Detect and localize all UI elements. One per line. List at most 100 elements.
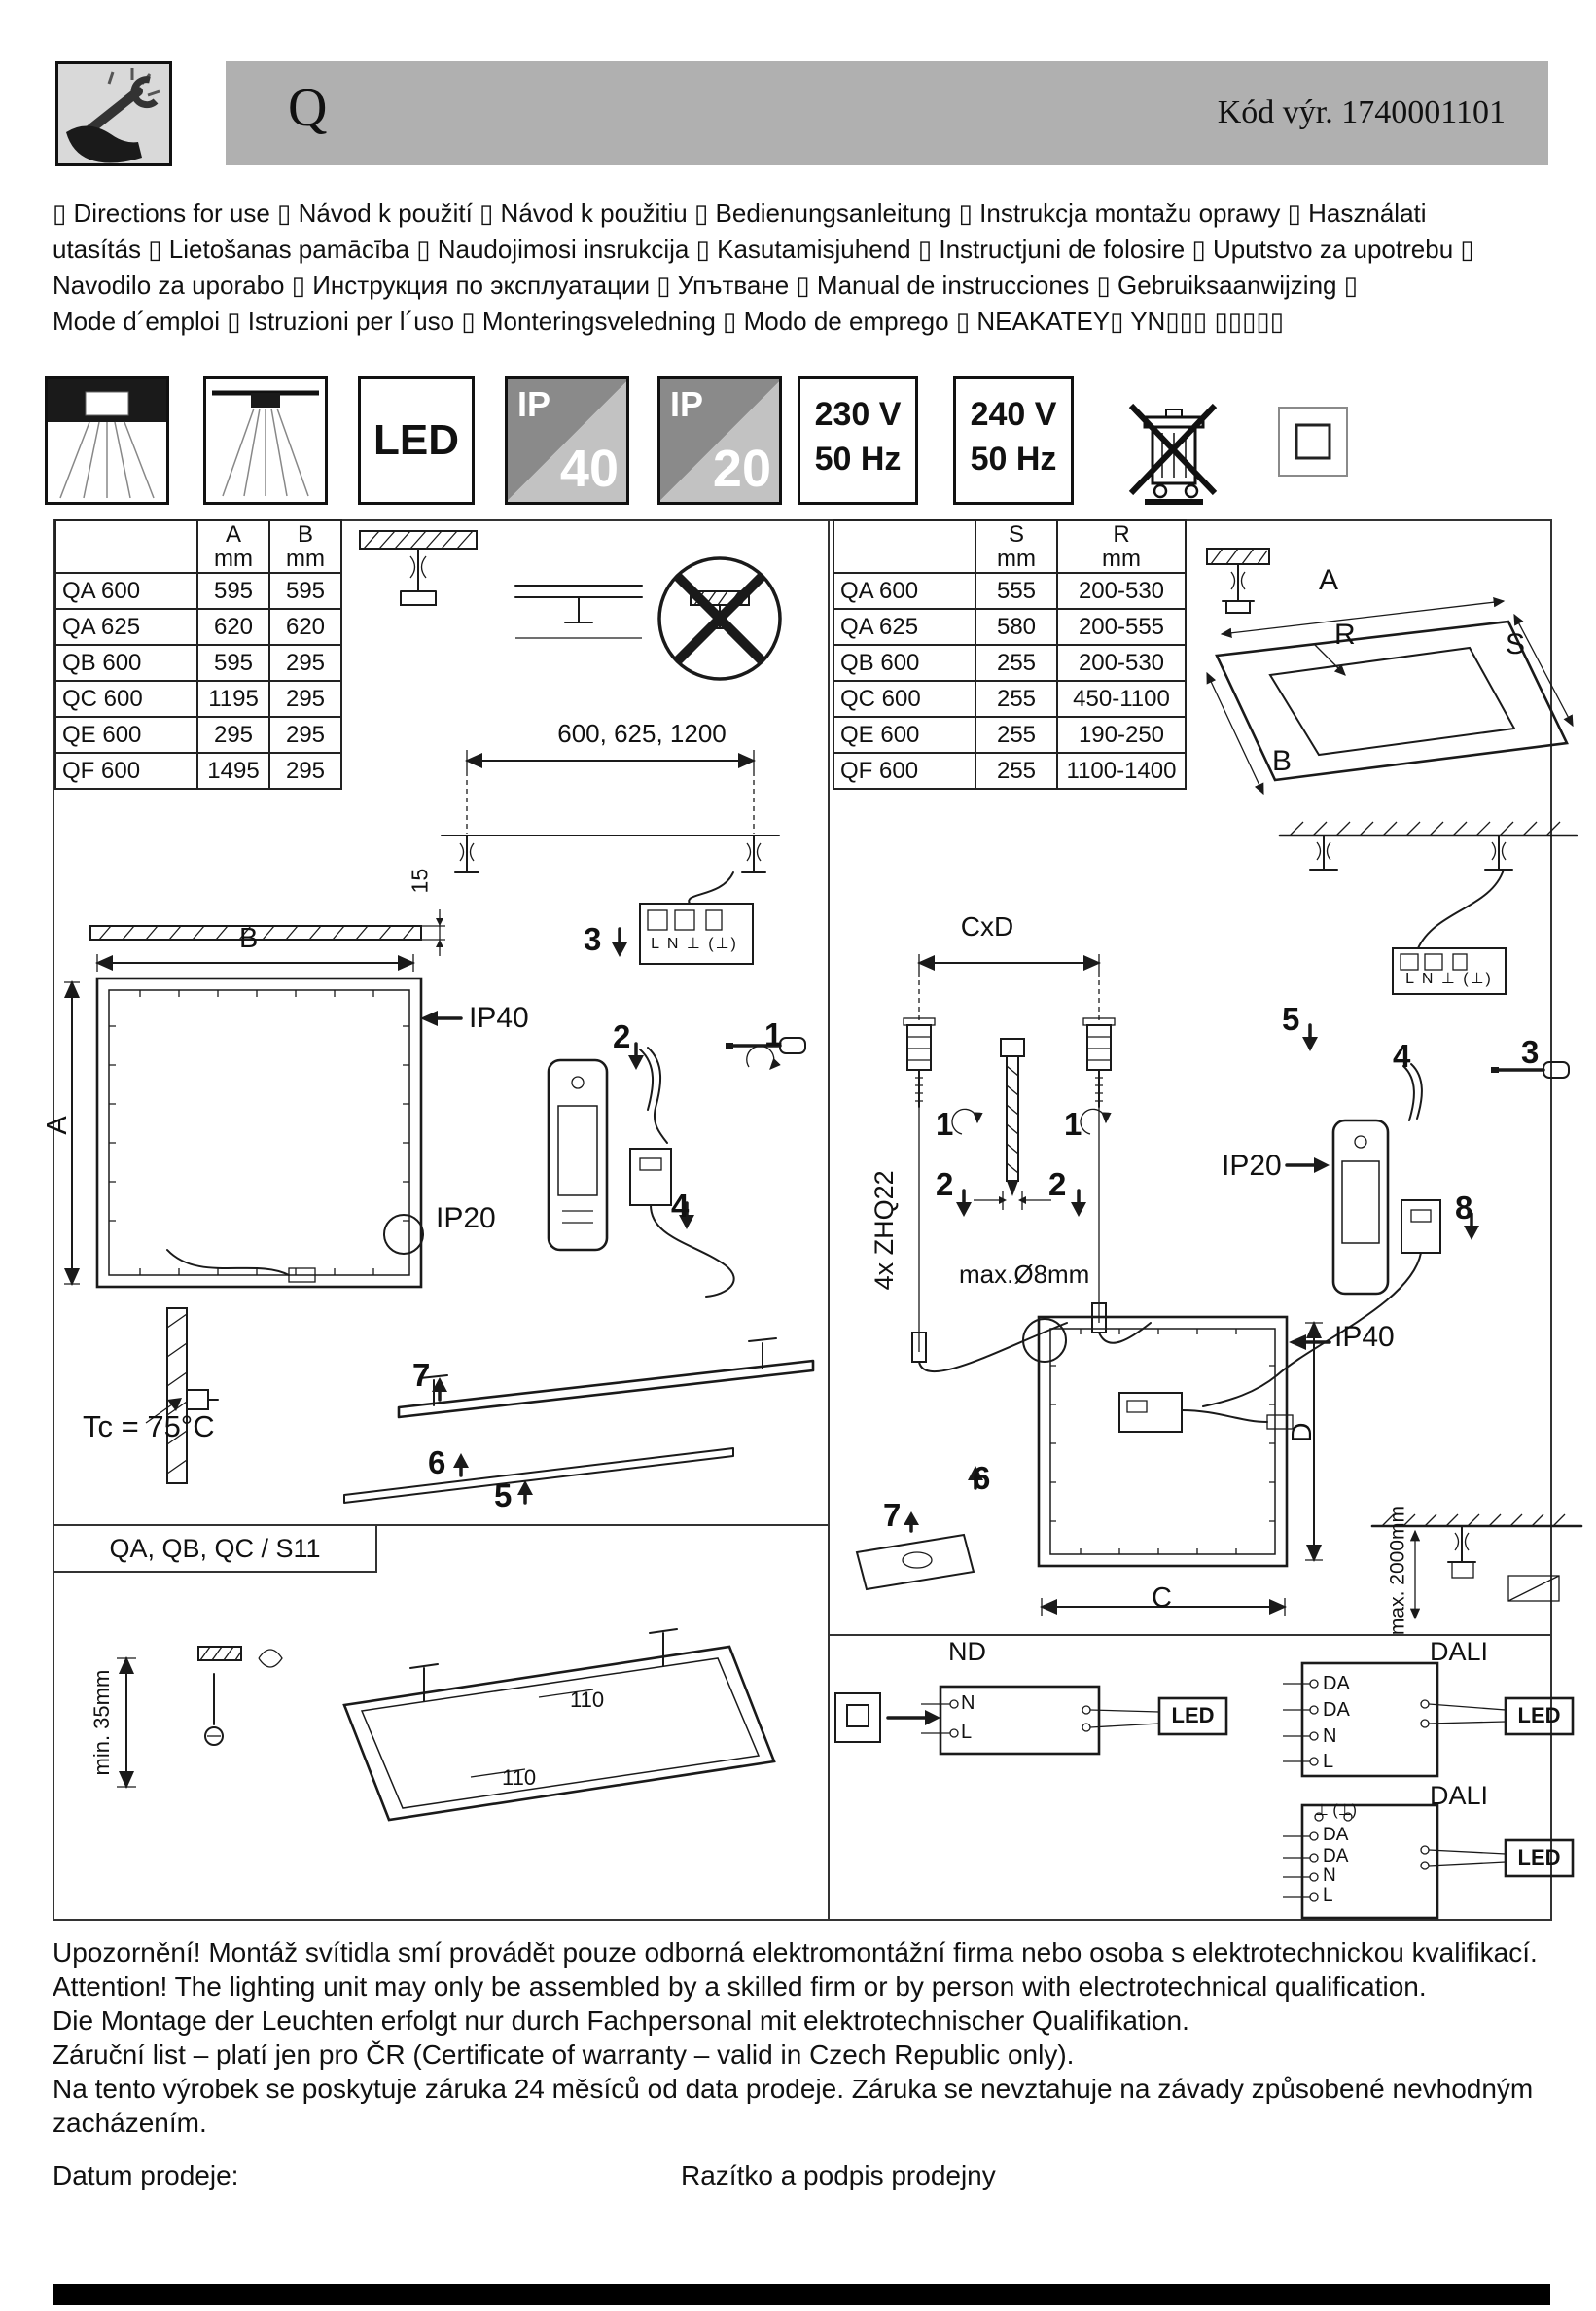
surface-art (212, 390, 319, 497)
sr-r1-r: 200-555 (1056, 608, 1187, 646)
panel-front-view-right (855, 1315, 1331, 1616)
dimension-b-right: B (1272, 745, 1293, 777)
suspension-dimension (441, 750, 780, 965)
ceiling-max2000-detail (1370, 1513, 1583, 1620)
ab-r5-name: QF 600 (54, 752, 198, 790)
hdr-b: B (297, 521, 313, 548)
wrench-hand-logo-icon (66, 68, 160, 163)
ip20-icon: IP 20 (657, 376, 782, 505)
surface-mounting-icon (203, 376, 328, 505)
sr-r1-s: 580 (975, 608, 1058, 646)
sr-r4-s: 255 (975, 716, 1058, 754)
dimension-600-625-1200: 600, 625, 1200 (557, 719, 727, 748)
min-35mm-label: min. 35mm (89, 1669, 114, 1776)
footer-warnings: Upozornění! Montáž svítidla smí provádět… (53, 1936, 1547, 2140)
sr-r5-s: 255 (975, 752, 1058, 790)
step-3-right: 3 (1521, 1034, 1540, 1070)
tc-temperature-label: Tc = 75°C (83, 1409, 215, 1443)
step-1-right-b: 1 (1064, 1106, 1082, 1142)
logo-art (66, 68, 160, 163)
step-1-right-a: 1 (936, 1106, 954, 1142)
led-label: LED (373, 416, 459, 464)
header-bar: Q Kód výr. 1740001101 (226, 61, 1548, 165)
brand-logo (55, 61, 172, 166)
dali-wiring-2 (1283, 1803, 1575, 1920)
recessed-mounting-icon (45, 376, 169, 505)
hdr-s-mm: mm (997, 546, 1036, 572)
dimension-b-left: B (239, 923, 259, 954)
step-2-left: 2 (613, 1018, 631, 1054)
table-sr-header-empty (833, 519, 976, 574)
ip20-num-label: 20 (712, 439, 771, 498)
sr-r0-name: QA 600 (833, 572, 976, 610)
section-label-box: QA, QB, QC / S11 (53, 1524, 377, 1573)
led-icon: LED (358, 376, 475, 505)
ip40-label-right: IP40 (1334, 1321, 1395, 1353)
ab-r2-a: 595 (196, 644, 270, 682)
recessed-mounting-art (48, 379, 166, 499)
led-box-dali1: LED (1517, 1703, 1561, 1727)
frame-right-divider (828, 1634, 1552, 1636)
weee-bin-art (1128, 403, 1218, 505)
dali2-terminal-n: N (1323, 1866, 1336, 1886)
footer-line-warranty: Záruční list – platí jen pro ČR (Certifi… (53, 2040, 1075, 2070)
ceiling-grid-detail (514, 585, 643, 639)
stamp-signature-label: Razítko a podpis prodejny (681, 2160, 996, 2190)
intro-line-1: ▯ Directions for use ▯ Návod k použití ▯… (53, 198, 1427, 228)
voltage-230-icon: 230 V 50 Hz (798, 376, 918, 505)
ab-r5-b: 295 (268, 752, 342, 790)
ip20-label-right: IP20 (1222, 1150, 1282, 1182)
ab-r5-a: 1495 (196, 752, 270, 790)
sr-r5-name: QF 600 (833, 752, 976, 790)
terminal-label-right: L N ⊥ (⊥) (1405, 971, 1493, 987)
hdr-a-mm: mm (214, 546, 253, 572)
led-box-dali2: LED (1517, 1845, 1561, 1869)
step-2-right-a: 2 (936, 1166, 954, 1202)
ab-r4-a: 295 (196, 716, 270, 754)
voltage-230-line2: 50 Hz (814, 441, 902, 478)
voltage-240-line1: 240 V (970, 396, 1057, 433)
ip40-label-left: IP40 (469, 1002, 529, 1034)
driver-parts-right (1202, 1119, 1479, 1407)
dimension-110-a: 110 (570, 1688, 605, 1712)
ab-r2-name: QB 600 (54, 644, 198, 682)
ip40-icon: IP 40 (505, 376, 629, 505)
ab-r4-b: 295 (268, 716, 342, 754)
hdr-b-mm: mm (286, 546, 325, 572)
frame-vertical-divider (828, 519, 830, 1921)
ab-r3-name: QC 600 (54, 680, 198, 718)
dali2-terminal-l: L (1323, 1885, 1333, 1905)
sr-r3-s: 255 (975, 680, 1058, 718)
driver-parts-left (547, 1037, 806, 1298)
nd-wiring (834, 1685, 1228, 1756)
tbar-clip-detail-right (1206, 548, 1270, 614)
mounting-rail-perspective (343, 1337, 815, 1505)
recessed-art (48, 379, 166, 499)
ip20-ip-label: IP (670, 384, 704, 424)
date-of-sale-label: Datum prodeje: (53, 2160, 239, 2190)
ab-r3-a: 1195 (196, 680, 270, 718)
anchor-drill-group (903, 954, 1152, 1372)
product-code: Kód výr. 1740001101 (1217, 94, 1506, 130)
surface-mounting-art (212, 390, 319, 497)
step-8-right: 8 (1455, 1190, 1473, 1226)
tbar-clip-detail (359, 530, 478, 606)
footer-line-cz: Upozornění! Montáž svítidla smí provádět… (53, 1938, 1538, 1968)
sr-r3-name: QC 600 (833, 680, 976, 718)
hdr-r: R (1113, 521, 1130, 548)
step-7-left: 7 (412, 1357, 431, 1393)
dali-label-1: DALI (1429, 1637, 1489, 1666)
step-4-right: 4 (1393, 1038, 1411, 1074)
step-3-left: 3 (584, 921, 602, 957)
